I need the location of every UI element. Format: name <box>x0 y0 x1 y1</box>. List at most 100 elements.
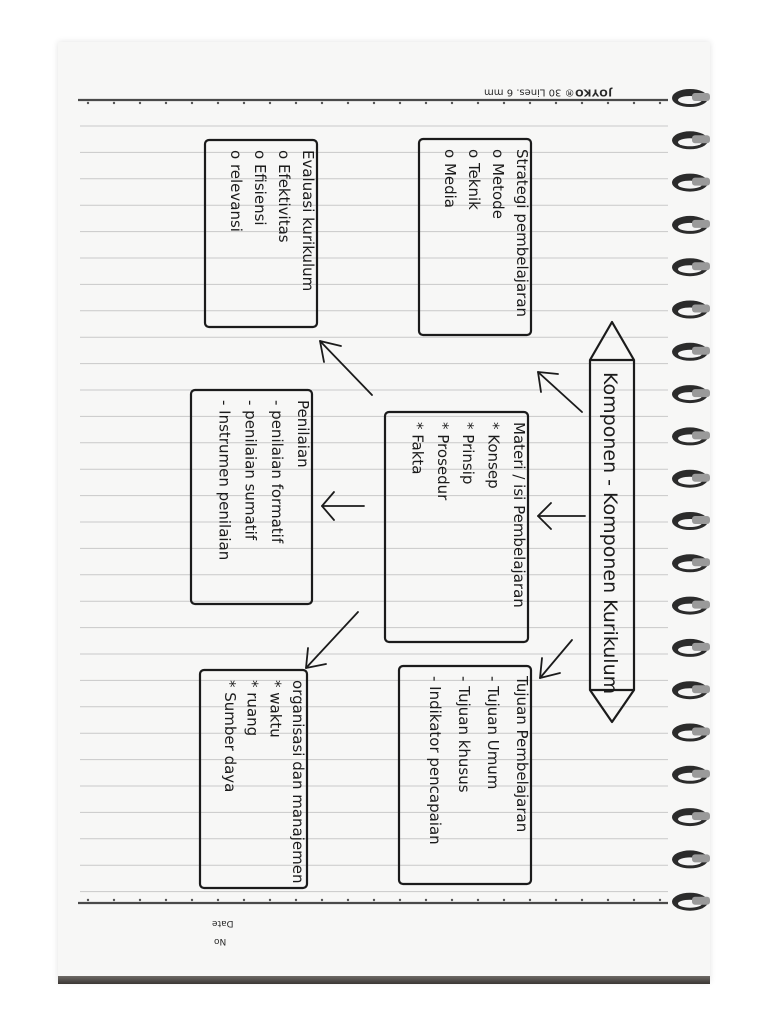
rule-dot <box>346 898 350 902</box>
rule-dot <box>372 898 376 902</box>
box-item: o Teknik <box>465 149 483 210</box>
box-item: o relevansi <box>227 150 245 232</box>
rule-dot <box>658 898 662 902</box>
box-item: - Tujuan Umum <box>484 676 502 789</box>
spiral-binding <box>672 89 710 911</box>
rule-dot <box>86 101 90 105</box>
rule-dot <box>424 898 428 902</box>
rule-dot <box>190 898 194 902</box>
rule-dot <box>580 898 584 902</box>
rule-dot <box>164 898 168 902</box>
box-border <box>397 664 533 886</box>
box-item: o Efektivitas <box>275 150 293 243</box>
arrow-to-evaluasi <box>319 340 373 396</box>
rule-dot <box>450 898 454 902</box>
rule-dot <box>554 101 558 105</box>
box-penilaian: Penilaian - penilaian formatif - penilaian… <box>189 388 314 606</box>
rule-dot <box>268 101 272 105</box>
spiral-ring-highlight <box>692 431 710 440</box>
box-evaluasi: Evaluasi kurikulum o Efektivitas o Efisien… <box>203 138 319 329</box>
box-heading: organisasi dan manajemen <box>289 680 307 883</box>
box-item: - Indikator pencapaian <box>426 676 444 845</box>
arrow-to-tujuan <box>539 639 573 679</box>
rule-dot <box>580 101 584 105</box>
box-border <box>189 388 314 606</box>
rule-dot <box>216 101 220 105</box>
rule-dot <box>606 898 610 902</box>
component-boxes: Tujuan Pembelajaran - Tujuan Umum - Tujuan… <box>189 137 533 890</box>
box-border <box>198 668 309 890</box>
box-heading: Tujuan Pembelajaran <box>513 675 531 832</box>
spiral-ring-highlight <box>692 304 710 313</box>
box-strategi: Strategi pembelajaran o Metode o Teknik o M… <box>417 137 533 337</box>
box-border <box>383 410 530 644</box>
box-item: - Instrumen penilaian <box>215 400 233 560</box>
rule-dot <box>138 898 142 902</box>
rule-dot <box>294 898 298 902</box>
spiral-ring-highlight <box>692 219 710 228</box>
spiral-ring-highlight <box>692 854 710 863</box>
box-heading: Penilaian <box>294 400 312 468</box>
box-item: * Fakta <box>408 422 426 474</box>
spiral-ring-highlight <box>692 642 710 651</box>
rule-dot <box>424 101 428 105</box>
rule-dot <box>138 101 142 105</box>
rule-dot <box>346 101 350 105</box>
rule-dot <box>112 101 116 105</box>
rule-dot <box>632 898 636 902</box>
rule-dot <box>86 898 90 902</box>
box-item: * Prosedur <box>434 422 452 501</box>
box-heading: Materi / isi Pembelajaran <box>510 422 528 608</box>
box-border <box>203 138 319 329</box>
spiral-ring-highlight <box>692 177 710 186</box>
spiral-ring-highlight <box>692 896 710 905</box>
rule-dot <box>554 898 558 902</box>
rule-dot <box>606 101 610 105</box>
box-item: o Metode <box>489 149 507 219</box>
box-item: * waktu <box>266 680 284 738</box>
box-item: * Konsep <box>485 422 503 489</box>
rule-dot <box>528 898 532 902</box>
rule-dot <box>658 101 662 105</box>
spiral-ring-highlight <box>692 346 710 355</box>
rule-dot <box>528 101 532 105</box>
box-border <box>417 137 533 337</box>
box-item: - penilaian sumatif <box>242 400 260 541</box>
spiral-ring-highlight <box>692 812 710 821</box>
rule-dot <box>398 898 402 902</box>
spiral-ring-highlight <box>692 516 710 524</box>
rule-dot <box>242 101 246 105</box>
box-item: o Media <box>441 149 459 208</box>
box-item: - Tujuan khusus <box>455 676 473 793</box>
rule-dot <box>476 101 480 105</box>
spiral-ring-highlight <box>692 600 710 609</box>
rule-dot <box>502 101 506 105</box>
rule-dot <box>320 101 324 105</box>
rule-dot <box>476 898 480 902</box>
rule-dot <box>450 101 454 105</box>
spiral-ring-highlight <box>692 389 710 398</box>
spiral-ring-highlight <box>692 262 710 271</box>
box-item: * ruang <box>244 680 262 736</box>
box-item: * Prinsip <box>459 422 477 484</box>
box-heading: Evaluasi kurikulum <box>299 150 317 291</box>
rule-dot <box>242 898 246 902</box>
box-heading: Strategi pembelajaran <box>513 149 531 317</box>
rule-dot <box>164 101 168 105</box>
box-item: - penilaian formatif <box>268 400 286 544</box>
spiral-ring-highlight <box>692 93 710 101</box>
page-edge-shadow <box>58 976 710 984</box>
box-item: o Efisiensi <box>251 150 269 226</box>
rule-dot <box>294 101 298 105</box>
box-tujuan: Tujuan Pembelajaran - Tujuan Umum - Tujuan… <box>397 664 533 886</box>
spiral-ring-highlight <box>692 727 710 736</box>
connector-arrows <box>305 340 586 679</box>
box-item: * Sumber daya <box>221 680 239 792</box>
spiral-ring-highlight <box>692 558 710 567</box>
title-banner: Komponen - Komponen Kurikulum <box>588 320 636 724</box>
arrow-to-strategi <box>537 371 583 413</box>
spiral-ring-highlight <box>692 685 710 694</box>
rule-dot <box>502 898 506 902</box>
rule-dot <box>190 101 194 105</box>
